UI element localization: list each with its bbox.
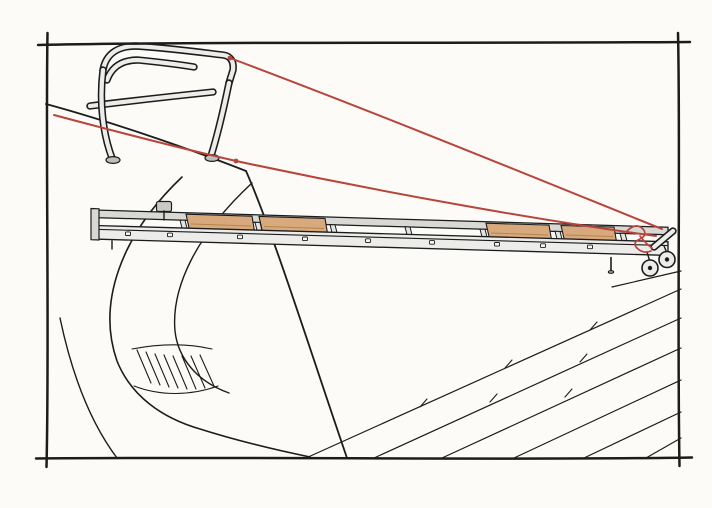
support-lines	[53, 55, 663, 253]
railing-foot-left	[105, 156, 121, 165]
dock-plank-line	[441, 347, 682, 459]
swim-step-hatch	[136, 349, 215, 390]
hull-bracket	[155, 200, 173, 213]
rope-knot	[233, 158, 239, 164]
frame-border	[34, 31, 694, 469]
hull-bottom-line	[59, 317, 118, 459]
frame-right	[676, 31, 681, 468]
sheer-line	[45, 103, 247, 172]
support-pin-foot	[607, 270, 615, 274]
swim-step-edge-bottom	[133, 385, 219, 395]
rivet	[365, 238, 371, 243]
bow-line	[53, 114, 237, 162]
dock-plank-line	[373, 317, 682, 459]
frame-top	[36, 40, 692, 47]
dock-plank-line	[583, 411, 682, 459]
frame-bottom	[34, 456, 694, 460]
support-line-lower	[235, 160, 657, 237]
ladder-end-cap	[90, 207, 100, 241]
rivet	[125, 231, 131, 236]
railing-left-leg	[99, 67, 115, 161]
hull-edge-line	[245, 170, 348, 459]
dock-plank-ticks	[419, 321, 598, 408]
rivet	[540, 243, 546, 248]
transom-curve	[109, 176, 311, 458]
dock-plank-line	[513, 379, 682, 459]
frame-left	[45, 31, 49, 469]
swim-step-edge-top	[131, 344, 213, 350]
lashing-tie	[639, 235, 653, 249]
dock-plank-line	[645, 437, 682, 459]
railing-right-leg	[208, 80, 232, 159]
rivet	[237, 234, 243, 240]
plank-grain	[263, 226, 325, 229]
railing-second-rail	[104, 57, 197, 83]
stern-railing	[86, 42, 237, 165]
wheel-hub	[647, 265, 653, 271]
lashing	[626, 225, 652, 253]
wheel-hub	[664, 257, 670, 262]
railing-top-rail	[100, 43, 236, 86]
rivet	[494, 242, 500, 247]
dock-edge	[611, 270, 682, 288]
plank-grain	[490, 232, 549, 236]
roller-tube	[651, 228, 676, 250]
plank-grain	[565, 234, 614, 237]
rivet	[587, 244, 593, 250]
support-line-upper	[229, 57, 663, 230]
ladder-rivets	[125, 231, 593, 250]
plank-grain	[190, 223, 252, 227]
rivet	[167, 232, 173, 238]
dock	[305, 270, 682, 459]
swim-step	[131, 344, 219, 395]
rope-knot	[227, 55, 233, 61]
gangplank-ladder	[90, 200, 677, 277]
ladder-near-rail-flange	[94, 228, 669, 247]
dock-plank-line	[305, 288, 682, 459]
rivet	[302, 236, 308, 242]
rivet	[429, 240, 435, 245]
